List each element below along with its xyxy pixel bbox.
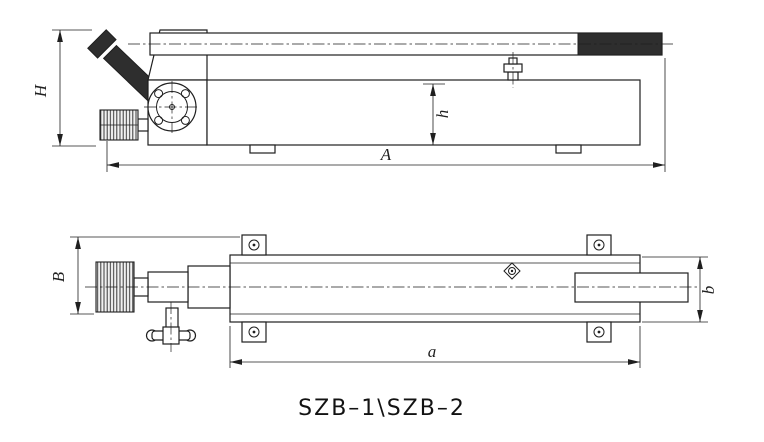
- knob-stem-side: [137, 118, 149, 132]
- ear-bolt-center: [597, 330, 601, 334]
- ear-bolt-center: [597, 243, 601, 247]
- filler-plug-plan: [503, 262, 521, 280]
- foot-right: [555, 144, 582, 154]
- release-knob-side: [99, 109, 149, 141]
- dim-h: h: [423, 83, 452, 145]
- mounting-ear-bottom-left: [241, 321, 267, 343]
- ear-bolt-hole: [248, 326, 260, 338]
- dim-B-label: B: [49, 271, 68, 282]
- mounting-ear-top-right: [586, 234, 612, 256]
- dim-b-label: b: [699, 286, 718, 295]
- flange-bolt-hole: [180, 115, 190, 125]
- dim-H-label: H: [31, 83, 50, 98]
- plug-center: [510, 269, 514, 273]
- mounting-ear-bottom-right: [586, 321, 612, 343]
- plan-view: B b a: [49, 234, 718, 368]
- flange-bolt-hole: [154, 89, 164, 99]
- flange-bolt-hole: [154, 115, 164, 125]
- stowed-handle-cap: [87, 29, 117, 59]
- ear-bolt-hole: [593, 239, 605, 251]
- dim-A: A: [106, 58, 666, 172]
- plug-circle: [508, 267, 516, 275]
- foot-left: [249, 144, 276, 154]
- reservoir-body-side: [206, 79, 641, 146]
- dim-h-label: h: [433, 110, 452, 119]
- dim-a: a: [229, 326, 641, 368]
- top-plug: [503, 52, 523, 88]
- ear-bolt-hole: [248, 239, 260, 251]
- dim-A-label: A: [380, 145, 392, 164]
- dim-B: B: [49, 236, 240, 315]
- ear-bolt-center: [252, 243, 256, 247]
- valve-handwheel-plan: [145, 302, 197, 352]
- valve-stem: [165, 307, 179, 329]
- side-view: H h A: [31, 29, 674, 172]
- dim-H: H: [31, 29, 96, 147]
- ear-bolt-center: [252, 330, 256, 334]
- dim-a-label: a: [428, 342, 437, 361]
- mounting-ear-top-left: [241, 234, 267, 256]
- plug-hex-outline: [503, 262, 521, 280]
- dim-b: b: [642, 256, 718, 323]
- reservoir-body-plan: [229, 254, 641, 323]
- flange-bolt-hole: [180, 89, 190, 99]
- ear-bolt-hole: [593, 326, 605, 338]
- pump-flange: [144, 81, 200, 133]
- drawing-title: SZB–1\SZB–2: [298, 396, 466, 421]
- lever-handle-plan: [574, 272, 689, 303]
